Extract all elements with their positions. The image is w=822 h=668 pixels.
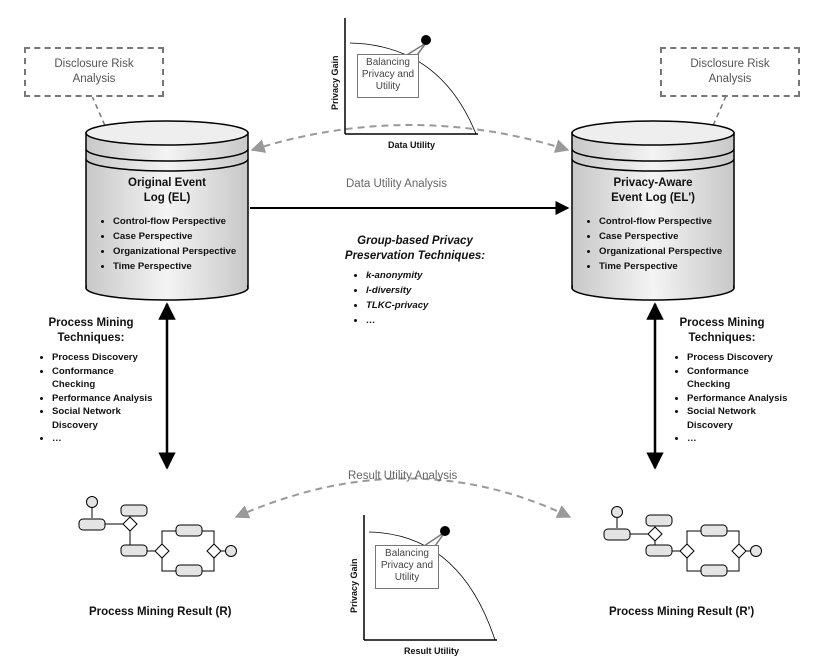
- database-cylinder-left: [85, 120, 249, 301]
- disclosure-connector-right: [711, 95, 727, 129]
- pm-techniques-list-left: Process Discovery Conformance Checking P…: [33, 351, 178, 446]
- disclosure-risk-box-right: Disclosure Risk Analysis: [660, 47, 800, 97]
- list-item: l-diversity: [366, 283, 428, 298]
- disclosure-connector-left: [91, 95, 107, 129]
- original-log-perspectives: Control-flow Perspective Case Perspectiv…: [94, 214, 236, 274]
- list-item: Conformance Checking: [52, 365, 122, 392]
- list-item: …: [52, 432, 178, 446]
- list-item: Control-flow Perspective: [113, 214, 236, 229]
- optimum-point-bottom: [440, 526, 450, 536]
- list-item: Performance Analysis: [52, 392, 178, 406]
- disclosure-risk-box-left: Disclosure Risk Analysis: [24, 47, 164, 97]
- process-model-right: [603, 506, 762, 577]
- list-item: k-anonymity: [366, 268, 428, 283]
- bottom-chart-ylabel: Privacy Gain: [349, 558, 359, 613]
- result-utility-arrow: [234, 477, 572, 519]
- result-utility-analysis-label: Result Utility Analysis: [348, 470, 458, 482]
- privacy-aware-event-log-title: Privacy-Aware Event Log (EL'): [611, 177, 695, 204]
- list-item: Social Network Discovery: [52, 405, 142, 432]
- list-item: Organizational Perspective: [599, 244, 722, 259]
- data-utility-arrow: [250, 124, 570, 153]
- disclosure-risk-label: Analysis: [708, 73, 752, 85]
- pm-techniques-heading-right: Process Mining Techniques:: [679, 317, 765, 344]
- list-item: Time Perspective: [599, 259, 722, 274]
- group-privacy-heading: Group-based Privacy Preservation Techniq…: [344, 235, 486, 262]
- optimum-point-top: [421, 35, 431, 45]
- process-mining-result-left: Process Mining Result (R): [89, 606, 232, 618]
- disclosure-risk-label: Disclosure Risk: [690, 58, 770, 70]
- privacy-aware-log-perspectives: Control-flow Perspective Case Perspectiv…: [580, 214, 722, 274]
- bottom-chart-xlabel: Result Utility: [404, 646, 460, 656]
- list-item: Control-flow Perspective: [599, 214, 722, 229]
- list-item: Process Discovery: [52, 351, 178, 365]
- top-chart-ylabel: Privacy Gain: [330, 55, 340, 110]
- database-cylinder-right: [571, 120, 735, 301]
- list-item: …: [366, 313, 428, 328]
- list-item: Organizational Perspective: [113, 244, 236, 259]
- list-item: Performance Analysis: [687, 392, 822, 406]
- list-item: Time Perspective: [113, 259, 236, 274]
- top-chart-callout: Balancing Privacy and Utility: [357, 54, 419, 98]
- top-chart-xlabel: Data Utility: [388, 140, 436, 150]
- process-mining-result-right: Process Mining Result (R'): [609, 606, 755, 618]
- privacy-techniques-list: k-anonymity l-diversity TLKC-privacy …: [349, 268, 428, 328]
- list-item: TLKC-privacy: [366, 298, 428, 313]
- pm-techniques-heading-left: Process Mining Techniques:: [48, 317, 134, 344]
- bottom-chart-callout: Balancing Privacy and Utility: [375, 545, 439, 589]
- process-model-left: [78, 496, 237, 577]
- list-item: Conformance Checking: [687, 365, 757, 392]
- list-item: Case Perspective: [599, 229, 722, 244]
- list-item: Case Perspective: [113, 229, 236, 244]
- data-utility-analysis-label: Data Utility Analysis: [346, 178, 447, 190]
- list-item: Process Discovery: [687, 351, 822, 365]
- list-item: Social Network Discovery: [687, 405, 777, 432]
- list-item: …: [687, 432, 822, 446]
- disclosure-risk-label: Analysis: [72, 73, 116, 85]
- original-event-log-title: Original Event Log (EL): [128, 177, 206, 204]
- disclosure-risk-label: Disclosure Risk: [54, 58, 134, 70]
- pm-techniques-list-right: Process Discovery Conformance Checking P…: [668, 351, 822, 446]
